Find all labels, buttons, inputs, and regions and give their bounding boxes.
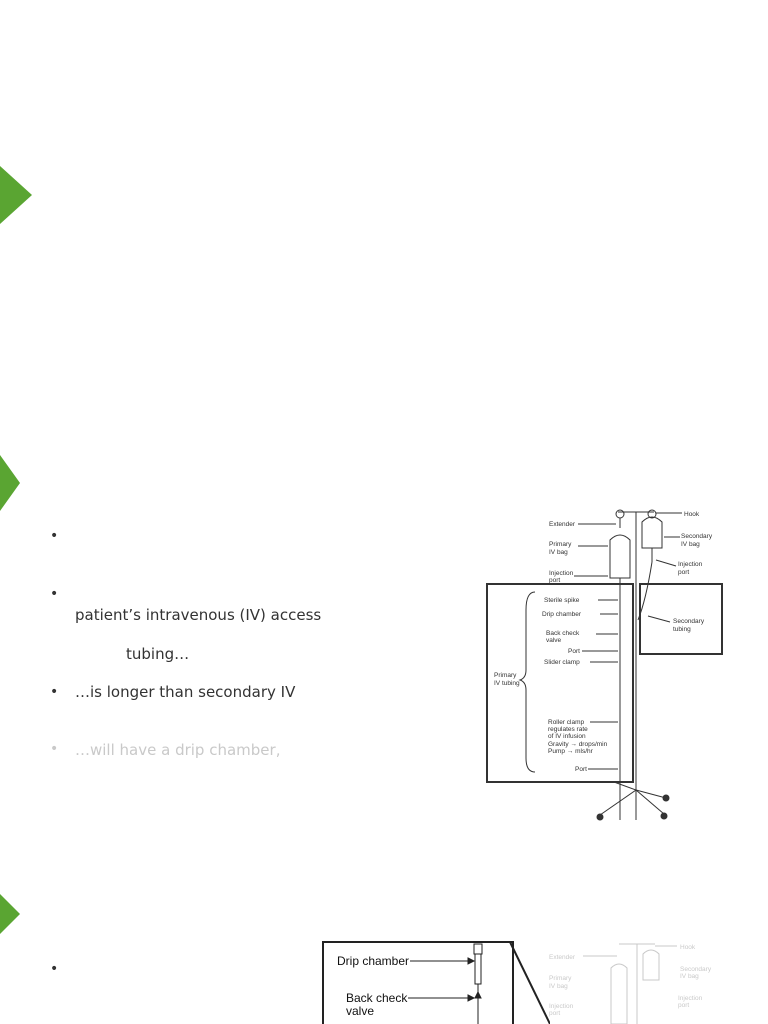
label-sterile-spike: Sterile spike [544, 597, 580, 604]
faded-label-primary-2: IV bag [549, 983, 568, 990]
faded-label-primary-1: Primary [549, 975, 572, 982]
label-secondary-tubing-1: Secondary [673, 618, 705, 625]
label-roller-clamp-1: Roller clamp [548, 719, 585, 726]
label-secondary-bag-1: Secondary [681, 533, 713, 540]
bullet-dot-5: • [50, 961, 59, 977]
faded-label-injection-left-1: Injection [549, 1003, 574, 1010]
label-primary-tubing-2: IV tubing [494, 680, 520, 687]
faded-label-injection-left-2: port [549, 1010, 560, 1017]
faded-label-injection-right-2: port [678, 1002, 689, 1009]
drip-chamber-zoom: Drip chamber Back check valve [322, 941, 550, 1024]
bullet-dot-3: • [50, 684, 59, 700]
label-port: Port [568, 648, 580, 655]
bullet-dot-4: • [50, 741, 59, 757]
label-slider-clamp: Slider clamp [544, 659, 580, 666]
label-port-bottom: Port [575, 766, 587, 773]
bullet-dot-1: • [50, 528, 59, 544]
zoom-label-back-check-2: valve [346, 1004, 374, 1018]
label-injection-port-left-2: port [549, 577, 560, 584]
bullet-2-line-2: tubing… [126, 645, 190, 663]
faded-iv-diagram: Extender Hook Primary IV bag Secondary I… [549, 943, 712, 1024]
label-pump: Pump → mls/hr [548, 748, 594, 755]
label-injection-port-left-1: Injection [549, 570, 574, 577]
faded-label-secondary-2: IV bag [680, 973, 699, 980]
label-back-check-1: Back check [546, 630, 580, 637]
label-primary-bag-2: IV bag [549, 549, 568, 556]
bullet-dot-2: • [50, 586, 59, 602]
label-secondary-tubing-2: tubing [673, 626, 691, 633]
faded-label-extender: Extender [549, 954, 576, 961]
iv-setup-diagram: Extender Hook Primary IV bag Secondary I… [486, 509, 723, 821]
label-roller-clamp-2: regulates rate [548, 726, 588, 733]
bullet-3-text: …is longer than secondary IV [75, 683, 296, 701]
label-gravity: Gravity → drops/min [548, 741, 608, 748]
faded-label-secondary-1: Secondary [680, 966, 712, 973]
label-primary-tubing-1: Primary [494, 672, 517, 679]
label-back-check-2: valve [546, 637, 562, 644]
label-secondary-bag-2: IV bag [681, 541, 700, 548]
zoom-label-drip-chamber: Drip chamber [337, 954, 409, 968]
section-arrow-3 [0, 894, 20, 934]
label-injection-port-right-1: Injection [678, 561, 703, 568]
label-drip-chamber: Drip chamber [542, 611, 582, 618]
section-arrow-1 [0, 166, 32, 224]
faded-label-hook: Hook [680, 944, 696, 951]
label-hook: Hook [684, 511, 700, 518]
label-injection-port-right-2: port [678, 569, 689, 576]
zoom-label-back-check-1: Back check [346, 991, 408, 1005]
label-roller-clamp-3: of IV infusion [548, 733, 586, 740]
label-primary-bag-1: Primary [549, 541, 572, 548]
faded-label-injection-right-1: Injection [678, 995, 703, 1002]
section-arrow-2 [0, 455, 20, 511]
bullet-4-text: …will have a drip chamber, [75, 741, 281, 759]
label-extender: Extender [549, 521, 576, 528]
bullet-2-line-1: patient’s intravenous (IV) access [75, 606, 322, 624]
